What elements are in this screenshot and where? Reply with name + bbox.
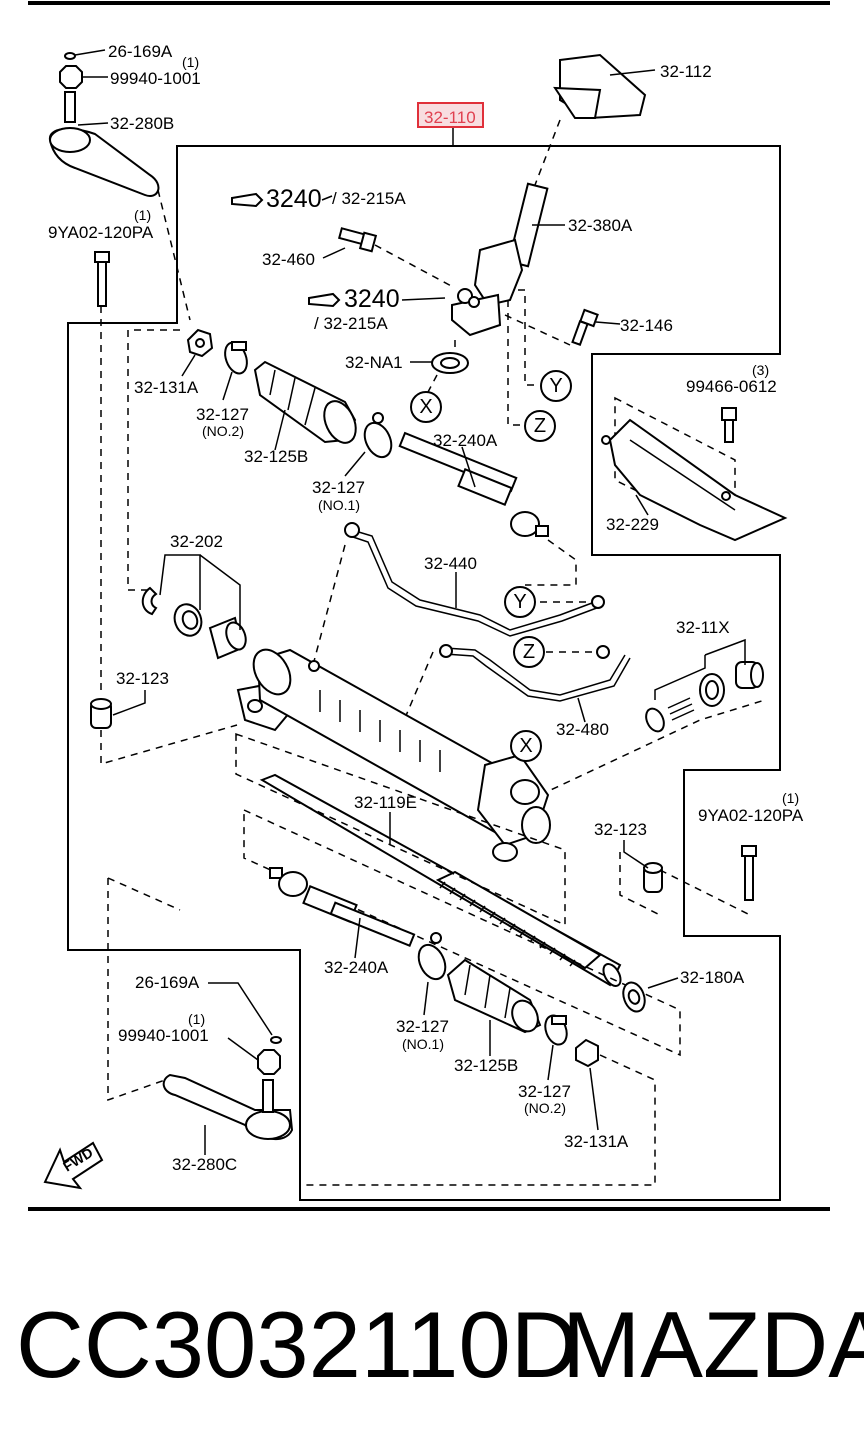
label-32-127-mid: 32-127: [312, 478, 365, 497]
label-32-240a-bottom: 32-240A: [324, 958, 389, 977]
label-99940-top: 99940-1001: [110, 69, 201, 88]
brand-caption: MAZDA: [562, 1292, 864, 1397]
tie-rod-240a-bottom: [269, 867, 416, 947]
fwd-arrow: FWD: [43, 1141, 104, 1190]
nut-131a-bottom: [575, 1038, 599, 1068]
lower-dash-frame: [243, 808, 681, 1057]
label-32-119e: 32-119E: [354, 793, 417, 812]
ref-pointer-a: [231, 192, 333, 208]
rack-dash-frame: [235, 732, 566, 927]
highlight-callout: 32-110: [417, 102, 484, 146]
label-32-127-bottom-2: 32-127: [518, 1082, 571, 1101]
label-ref-215a-a: / 32-215A: [332, 189, 406, 208]
label-32-127-top: 32-127: [196, 405, 249, 424]
label-99466: 99466-0612: [686, 377, 777, 396]
bushing-202-a: [173, 603, 203, 637]
label-ref-3240-b: 3240: [344, 285, 400, 313]
label-9ya02-right: 9YA02-120PA: [698, 806, 804, 825]
bolt-146: [571, 308, 599, 346]
snap-ring-202: [141, 586, 158, 616]
bolt-left: [94, 251, 110, 307]
pipe-480: [439, 644, 631, 702]
clamp-127-no2-top: [224, 341, 248, 375]
grommet-123-left: [90, 698, 112, 729]
callout-x-upper: X: [410, 391, 442, 423]
label-32-180a: 32-180A: [680, 968, 745, 987]
label-32-280b: 32-280B: [110, 114, 174, 133]
label-32-280c: 32-280C: [172, 1155, 237, 1174]
label-26-169a-bottom: 26-169A: [135, 973, 200, 992]
label-32-440: 32-440: [424, 554, 477, 573]
label-26-169a-top: 26-169A: [108, 42, 173, 61]
callout-x-lower: X: [510, 730, 542, 762]
bracket-229: [601, 418, 788, 542]
svg-text:X: X: [519, 735, 532, 757]
label-qty-d: (1): [188, 1011, 205, 1027]
washer-180a: [622, 981, 646, 1013]
label-32-131a-bottom: 32-131A: [564, 1132, 629, 1151]
boot-125b-top: [253, 360, 357, 444]
tie-rod-end-top: [48, 49, 160, 197]
label-9ya02-left: 9YA02-120PA: [48, 223, 154, 242]
label-qty-three: (3): [752, 362, 769, 378]
callout-z-upper: Z: [524, 410, 556, 442]
rack-119e: [259, 773, 622, 987]
label-32-112: 32-112: [660, 62, 712, 81]
bolt-460: [337, 227, 378, 253]
pipe-440: [344, 522, 605, 637]
label-32-na1: 32-NA1: [345, 353, 403, 372]
bolt-99466: [721, 407, 737, 443]
svg-text:Y: Y: [513, 591, 526, 613]
label-32-240a-top: 32-240A: [433, 431, 498, 450]
callout-y-lower: Y: [504, 586, 536, 618]
svg-text:X: X: [419, 396, 432, 418]
bolt-right: [741, 845, 757, 901]
label-no1-mid: (NO.1): [318, 497, 360, 513]
assembly-frame: [67, 145, 781, 1201]
clamp-127-no1-bottom: [417, 932, 447, 981]
nut-131a-top: [186, 328, 214, 358]
boot-125b-bottom: [446, 958, 542, 1034]
label-99940-bottom: 99940-1001: [118, 1026, 209, 1045]
grommet-123-right: [643, 862, 663, 893]
svg-text:Y: Y: [549, 375, 562, 397]
clamp-127-no1-mid: [363, 412, 393, 459]
highlight-box: [417, 102, 484, 128]
part-number-caption: CC3032110D: [16, 1292, 579, 1397]
label-32-480: 32-480: [556, 720, 609, 739]
label-qty-c: (1): [782, 790, 799, 806]
label-32-125b-bottom: 32-125B: [454, 1056, 518, 1075]
label-ref-215a-b: / 32-215A: [314, 314, 388, 333]
label-ref-3240-a: 3240: [266, 185, 322, 213]
seal-na1: [431, 352, 469, 374]
svg-text:Z: Z: [523, 641, 535, 663]
label-32-380a: 32-380A: [568, 216, 633, 235]
bushing-202-b: [208, 616, 247, 660]
pinion-valve-body: [451, 53, 647, 337]
label-32-125b-top: 32-125B: [244, 447, 308, 466]
label-32-131a-top: 32-131A: [134, 378, 199, 397]
label-32-460: 32-460: [262, 250, 315, 269]
label-32-11x: 32-11X: [676, 618, 730, 637]
label-no1-bottom: (NO.1): [402, 1036, 444, 1052]
label-32-229: 32-229: [606, 515, 659, 534]
svg-text:Z: Z: [534, 415, 546, 437]
tie-rod-end-bottom: [162, 1036, 294, 1140]
ref-pointer-b: [308, 292, 446, 308]
highlight-label: 32-110: [424, 108, 476, 127]
label-no2-top: (NO.2): [202, 423, 244, 439]
label-32-123-left: 32-123: [116, 669, 169, 688]
yoke-11x: [645, 661, 764, 733]
label-32-123-right: 32-123: [594, 820, 647, 839]
callout-y-upper: Y: [540, 370, 572, 402]
callout-z-lower: Z: [513, 636, 545, 668]
label-32-202: 32-202: [170, 532, 223, 551]
label-qty-a: (1): [182, 54, 199, 70]
label-no2-bottom: (NO.2): [524, 1100, 566, 1116]
clamp-127-no2-bottom: [544, 1014, 568, 1046]
label-qty-b: (1): [134, 207, 151, 223]
label-32-146: 32-146: [620, 316, 673, 335]
label-32-127-bottom-1: 32-127: [396, 1017, 449, 1036]
